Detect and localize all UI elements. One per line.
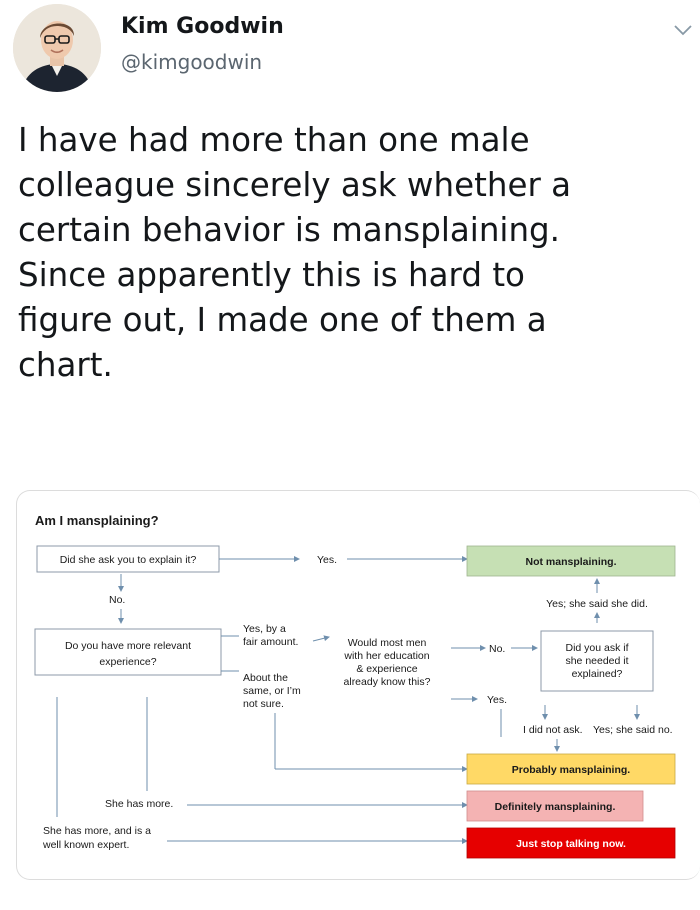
outcome-not-mansplaining xyxy=(466,545,676,577)
label-q2-fair: fair amount. xyxy=(243,636,298,648)
label-has-more: She has more. xyxy=(105,798,173,810)
label-q2-same: not sure. xyxy=(243,698,284,710)
label-q2-same: About the xyxy=(243,672,288,684)
tweet-text-line: Since apparently this is hard to xyxy=(18,256,525,294)
question-2-line: Do you have more relevant xyxy=(65,640,191,652)
label-q2-same: same, or I’m xyxy=(243,685,301,697)
question-4-line: explained? xyxy=(572,668,623,680)
label-q4-said-no: Yes; she said no. xyxy=(593,724,673,736)
tweet-text-line: figure out, I made one of them a xyxy=(18,301,547,339)
avatar[interactable] xyxy=(13,4,101,92)
author-handle[interactable]: @kimgoodwin xyxy=(121,50,263,74)
flowchart: Am I mansplaining? Did she ask you to ex… xyxy=(34,513,676,859)
tweet-text: I have had more than one male colleague … xyxy=(18,118,688,388)
question-3-line: already know this? xyxy=(344,676,431,688)
label-q3-no: No. xyxy=(489,643,505,655)
tweet-header: Kim Goodwin @kimgoodwin xyxy=(0,0,700,100)
label-q4-said-did: Yes; she said she did. xyxy=(546,598,648,610)
outcome-definitely-mansplaining xyxy=(466,790,644,822)
label-q1-no: No. xyxy=(109,594,125,606)
question-box-2 xyxy=(34,628,222,676)
label-q4-not-ask: I did not ask. xyxy=(523,724,583,736)
author-name[interactable]: Kim Goodwin xyxy=(121,14,284,39)
question-3-line: & experience xyxy=(356,663,417,675)
label-q1-yes: Yes. xyxy=(317,554,337,566)
tweet-text-line: I have had more than one male xyxy=(18,121,530,159)
question-3-line: with her education xyxy=(343,650,429,662)
label-expert: She has more, and is a xyxy=(43,825,151,837)
outcome-stop-talking xyxy=(466,827,676,859)
question-3-line: Would most men xyxy=(348,637,427,649)
question-4-line: Did you ask if xyxy=(565,642,628,654)
tweet-text-line: colleague sincerely ask whether a xyxy=(18,166,572,204)
label-q3-yes: Yes. xyxy=(487,694,507,706)
outcome-stop-label: Just stop talking now. xyxy=(516,838,626,850)
chevron-down-icon[interactable] xyxy=(672,22,694,38)
tweet-text-line: chart. xyxy=(18,346,113,384)
outcome-definitely-label: Definitely mansplaining. xyxy=(495,801,616,813)
label-expert: well known expert. xyxy=(42,839,129,851)
flowchart-title: Am I mansplaining? xyxy=(35,513,159,528)
outcome-not-label: Not mansplaining. xyxy=(525,556,616,568)
question-4-line: she needed it xyxy=(565,655,628,667)
question-2-line: experience? xyxy=(99,656,156,668)
tweet-text-line: certain behavior is mansplaining. xyxy=(18,211,561,249)
avatar-photo xyxy=(13,4,101,92)
chart-image-card[interactable]: Am I mansplaining? Did she ask you to ex… xyxy=(16,490,700,880)
question-box-4 xyxy=(540,630,654,692)
question-1: Did she ask you to explain it? xyxy=(60,554,197,566)
label-q2-fair: Yes, by a xyxy=(243,623,286,635)
outcome-probably-label: Probably mansplaining. xyxy=(512,764,631,776)
arrow-to-q3 xyxy=(312,635,330,642)
outcome-probably-mansplaining xyxy=(466,753,676,785)
